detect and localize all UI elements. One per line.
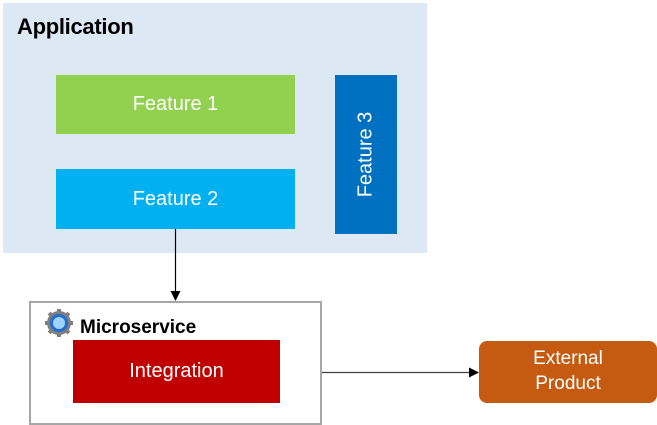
integration-label: Integration (129, 360, 224, 382)
feature-1-box[interactable]: Feature 1 (56, 75, 295, 134)
gear-icon (44, 308, 74, 338)
microservice-title: Microservice (80, 317, 197, 338)
external-product-label-line2: Product (535, 373, 601, 394)
feature-1-label: Feature 1 (132, 93, 219, 115)
integration-box[interactable]: Integration (73, 340, 280, 403)
feature-3-box[interactable]: Feature 3 (335, 75, 397, 234)
external-product-label-line1: External (533, 348, 603, 370)
feature-2-box[interactable]: Feature 2 (56, 169, 295, 229)
application-title: Application (17, 14, 134, 39)
feature-2-label: Feature 2 (132, 187, 219, 210)
external-product-box[interactable]: External Product (479, 341, 657, 403)
